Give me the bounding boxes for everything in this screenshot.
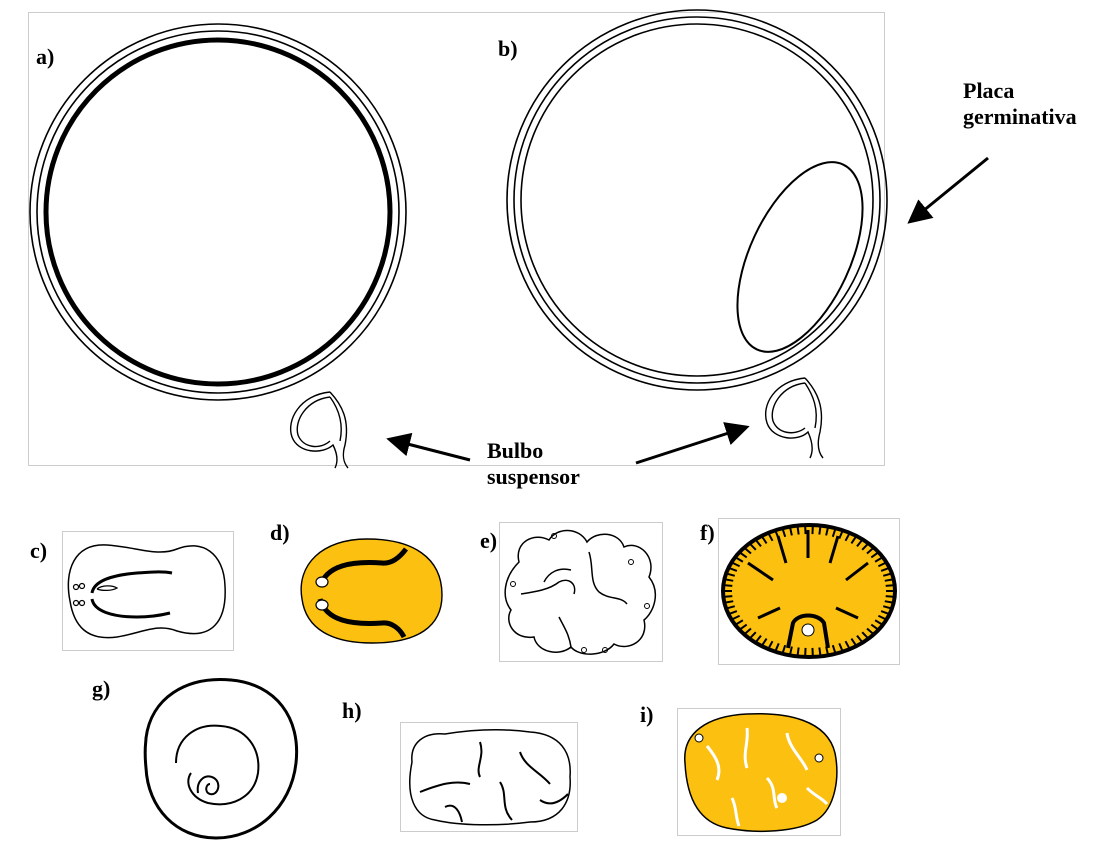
panel-c-drawing [62, 531, 234, 651]
panel-f-fringe-line [886, 585, 895, 586]
panel-label-g: g) [92, 678, 110, 700]
panel-f-fringe-line [797, 526, 798, 535]
annotation-bulbo-line1: Bulbo [487, 438, 580, 464]
egg-a-drawing [30, 24, 406, 468]
top-panel-svg [28, 12, 885, 466]
top-panel-border [29, 13, 885, 466]
panel-f-drawing [718, 518, 900, 665]
panel-f-fringe-line [723, 596, 732, 597]
panel-e [499, 522, 663, 662]
annotation-placa-line1: Placa [963, 78, 1077, 104]
top-panel-frame [28, 12, 885, 466]
panel-h-drawing [400, 722, 578, 832]
panel-c [62, 531, 234, 651]
panel-label-h: h) [342, 700, 362, 722]
egg-b-drawing [507, 10, 888, 458]
panel-f-fringe-line [819, 526, 820, 535]
panel-label-c: c) [30, 540, 47, 562]
annotation-bulbo-suspensor: Bulbo suspensor [487, 438, 580, 491]
panel-g-drawing [136, 668, 308, 846]
arrow-placa [912, 158, 988, 220]
panel-label-d: d) [270, 522, 290, 544]
panel-label-e: e) [480, 530, 497, 552]
panel-d-drawing [292, 527, 454, 649]
panel-g [136, 668, 308, 846]
panel-f-fringe-line [886, 596, 895, 597]
panel-label-b: b) [498, 38, 518, 60]
panel-e-drawing [499, 522, 663, 662]
panel-f [718, 518, 900, 665]
annotation-placa-line2: germinativa [963, 104, 1077, 130]
panel-label-f: f) [700, 522, 715, 544]
annotation-bulbo-line2: suspensor [487, 464, 580, 490]
panel-d [292, 527, 454, 649]
panel-f-fringe-line [819, 647, 820, 656]
panel-i [677, 708, 841, 836]
panel-label-a: a) [36, 46, 54, 68]
panel-f-fringe-line [797, 647, 798, 656]
panel-i-drawing [677, 708, 841, 836]
annotation-placa-germinativa: Placa germinativa [963, 78, 1077, 131]
panel-h [400, 722, 578, 832]
panel-label-i: i) [640, 704, 653, 726]
panel-f-fringe-line [723, 585, 732, 586]
